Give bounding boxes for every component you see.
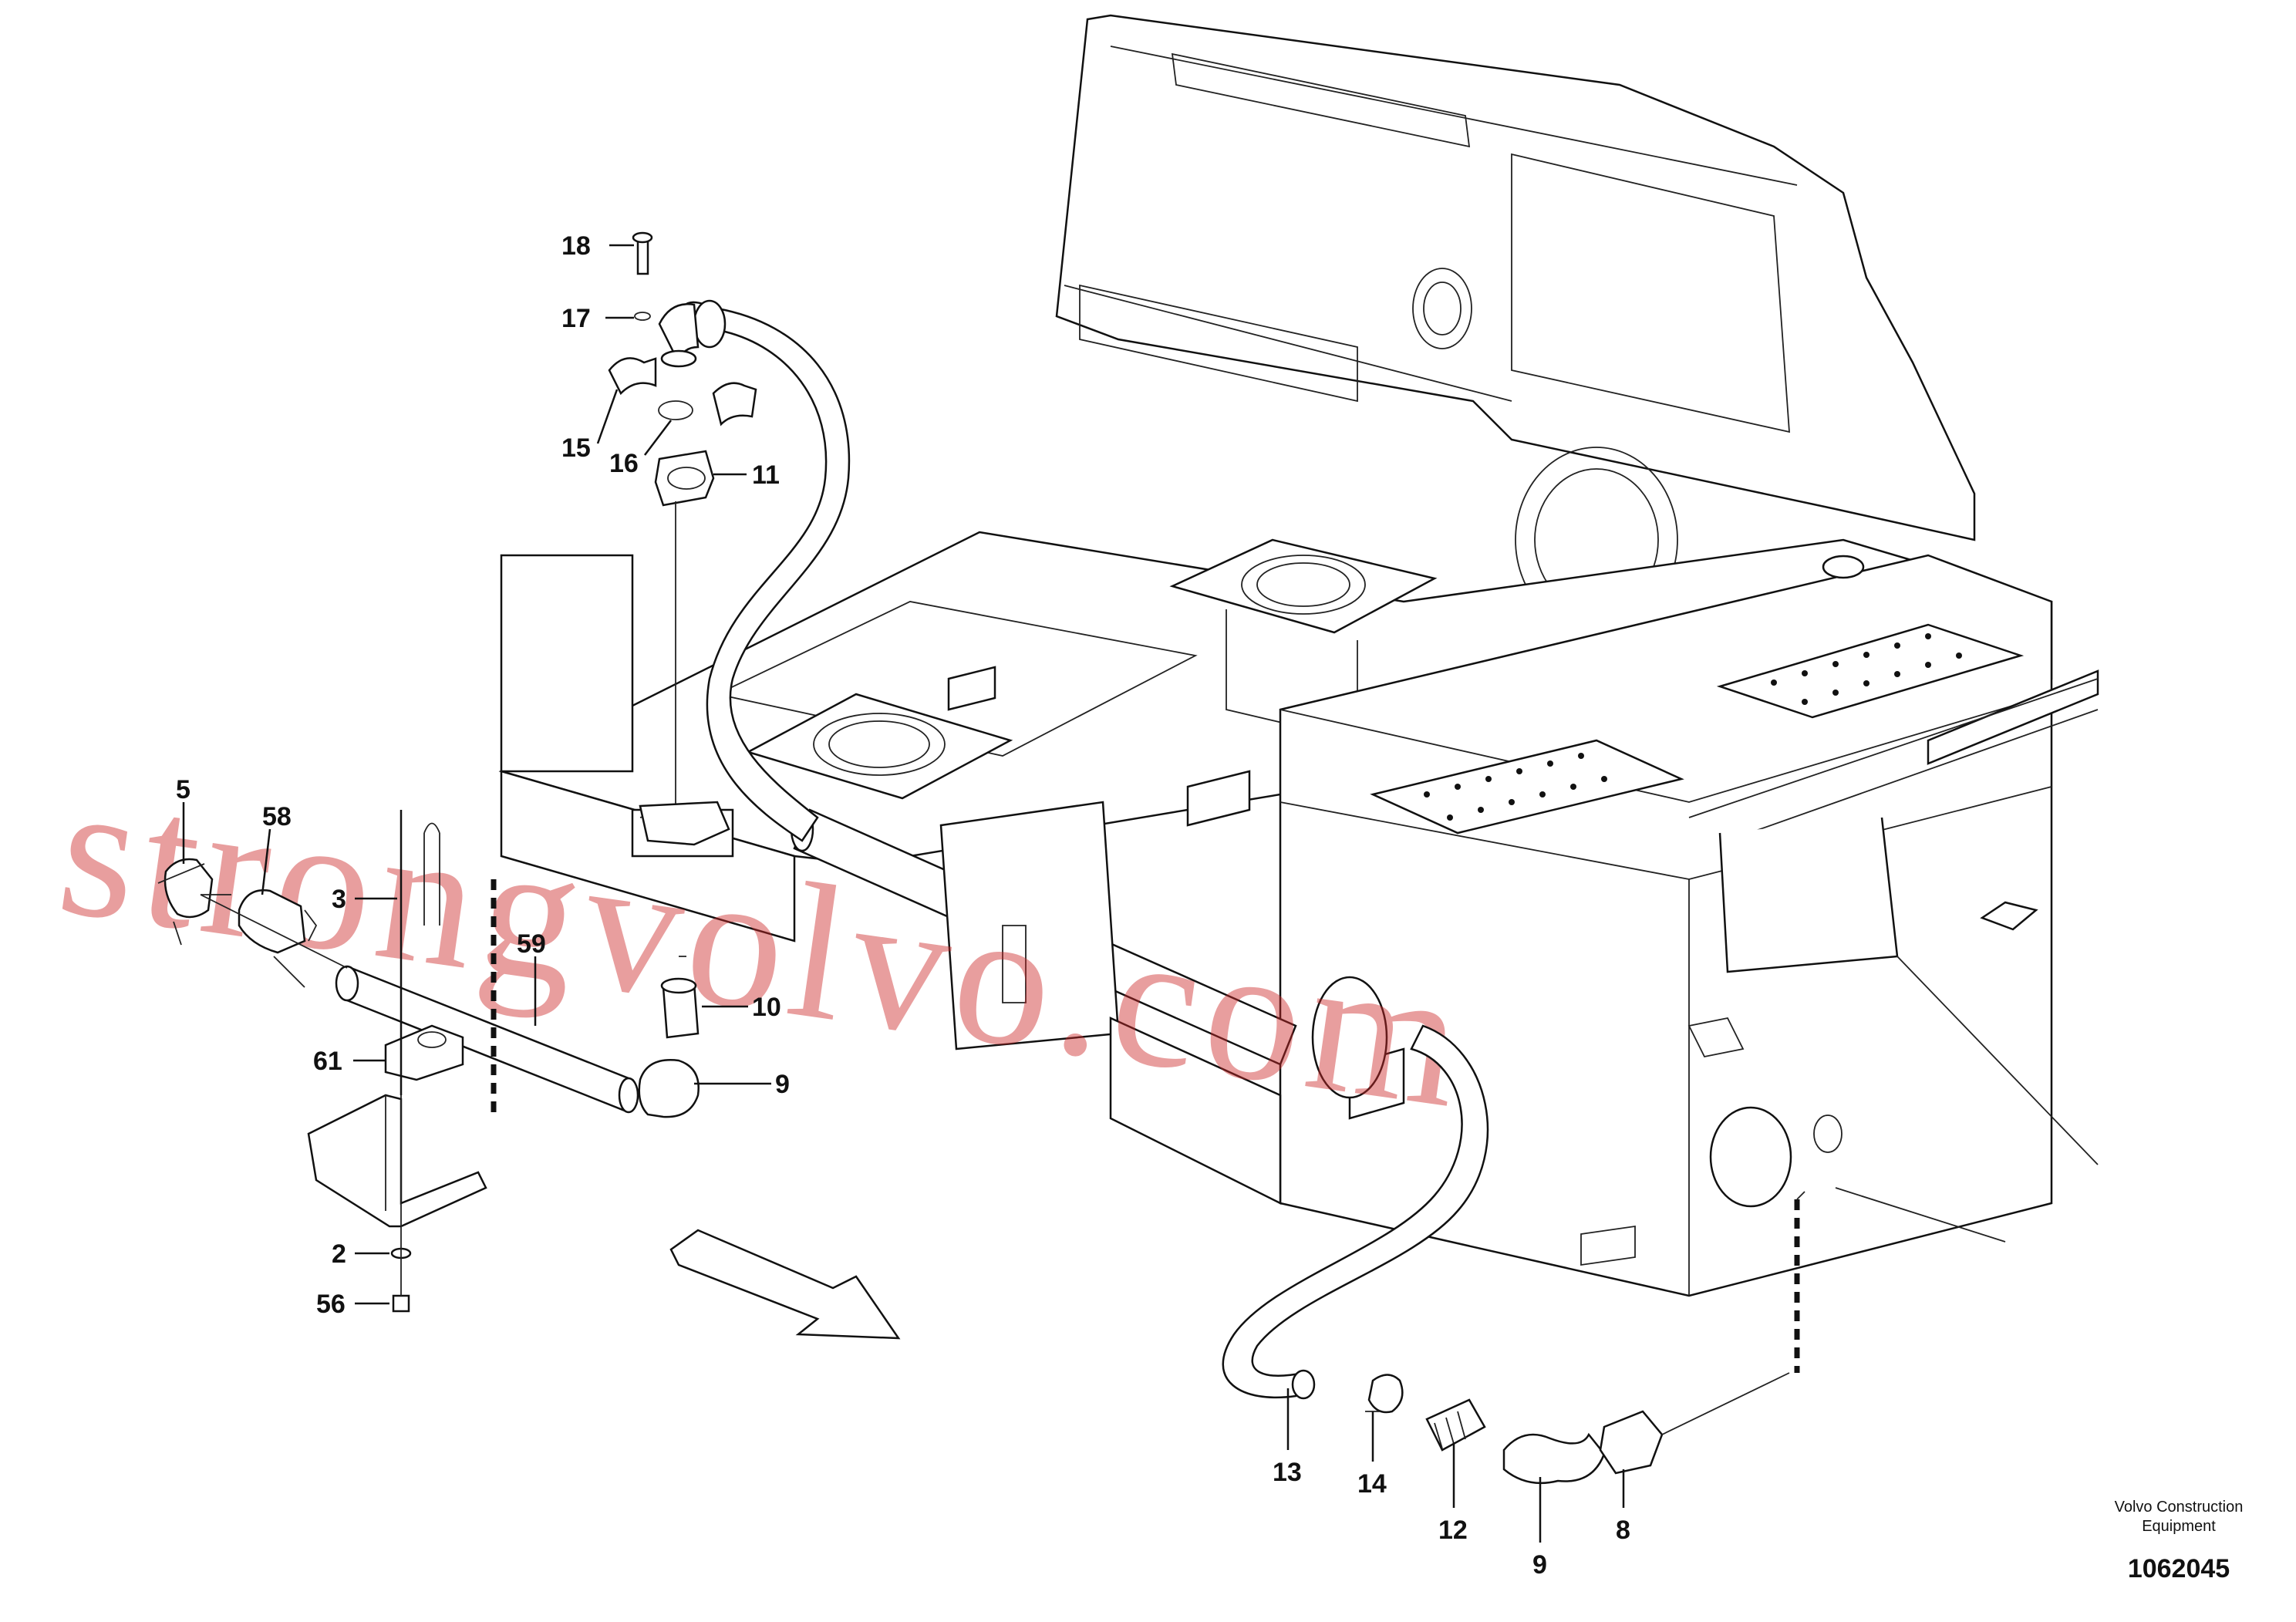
callout-9-lower: 9 bbox=[1532, 1550, 1547, 1580]
forward-direction-arrow bbox=[669, 1229, 901, 1340]
leader-lines bbox=[182, 244, 1625, 1543]
callout-2: 2 bbox=[332, 1239, 346, 1269]
callout-12: 12 bbox=[1438, 1516, 1468, 1545]
elbow-9-lower bbox=[1502, 1432, 1606, 1485]
callout-15: 15 bbox=[561, 433, 591, 463]
drain-pipe-assembly bbox=[307, 810, 639, 1313]
document-number: 1062045 bbox=[2128, 1554, 2230, 1583]
callout-56: 56 bbox=[316, 1290, 346, 1319]
diagram-footer: Volvo Construction Equipment 1062045 bbox=[2115, 1499, 2244, 1583]
hose-clamp-14 bbox=[1365, 1374, 1404, 1414]
callout-10: 10 bbox=[752, 993, 781, 1022]
frame-port-flange bbox=[639, 801, 730, 846]
maker-line-1: Volvo Construction bbox=[2115, 1499, 2244, 1516]
adapter-8 bbox=[1599, 1372, 1790, 1475]
suction-hose-upper bbox=[658, 299, 851, 842]
callout-5: 5 bbox=[176, 775, 190, 804]
short-hose-10 bbox=[638, 977, 700, 1118]
route-tick bbox=[1796, 1191, 1805, 1200]
split-flange-assembly bbox=[608, 231, 757, 818]
maker-line-2: Equipment bbox=[2142, 1518, 2216, 1535]
callout-61: 61 bbox=[313, 1047, 342, 1076]
callout-16: 16 bbox=[609, 449, 639, 478]
callout-59: 59 bbox=[517, 929, 546, 959]
drain-valve-assembly bbox=[157, 858, 348, 988]
return-hose-13 bbox=[1222, 1024, 1489, 1400]
callout-11: 11 bbox=[752, 460, 780, 490]
callout-labels: 18 17 15 16 11 5 58 3 59 10 61 9 2 56 13… bbox=[176, 231, 1630, 1580]
callout-13: 13 bbox=[1273, 1458, 1302, 1487]
callout-8: 8 bbox=[1616, 1516, 1630, 1545]
callout-9-upper: 9 bbox=[775, 1070, 790, 1099]
callout-14: 14 bbox=[1357, 1469, 1387, 1499]
nipple-12 bbox=[1425, 1398, 1486, 1452]
callout-3: 3 bbox=[332, 885, 346, 914]
callout-18: 18 bbox=[561, 231, 591, 261]
callout-17: 17 bbox=[561, 304, 591, 333]
callout-58: 58 bbox=[262, 802, 292, 831]
